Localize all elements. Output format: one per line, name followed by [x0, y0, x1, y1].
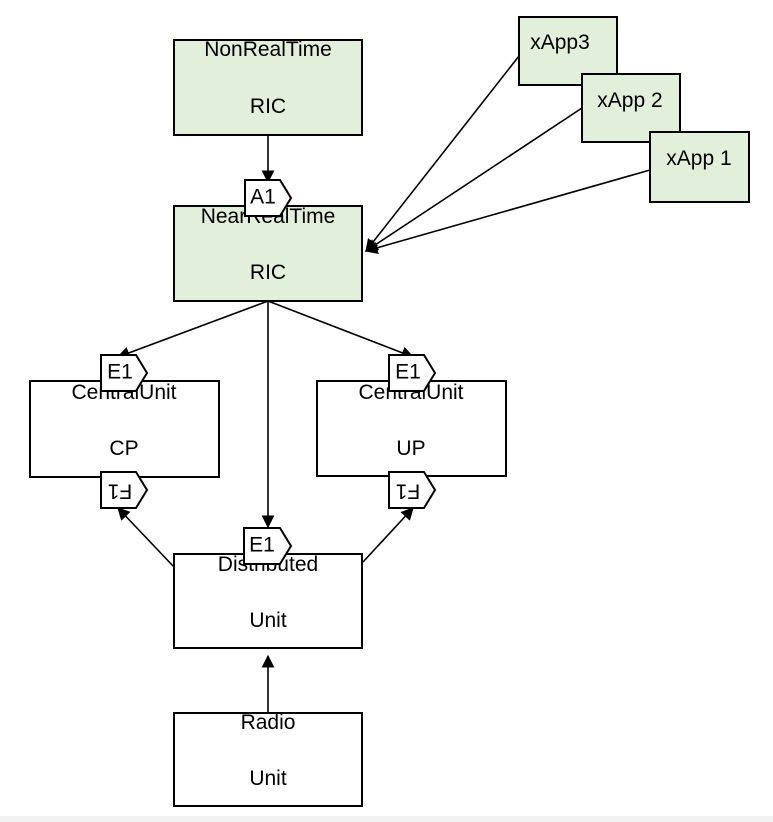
radio-unit-title: Radio	[241, 711, 296, 734]
a1-interface-tag: A1	[244, 179, 293, 217]
f1-interface-tag-up: F1	[388, 471, 437, 509]
central-unit-up-subtitle: UP	[396, 437, 425, 460]
distributed-unit-subtitle: Unit	[249, 609, 287, 632]
a1-interface-label: A1	[250, 186, 276, 209]
central-unit-up-title: CentralUnit	[358, 381, 463, 404]
edge-xapp2-to-nearrt	[364, 107, 583, 252]
edge-nearrt-to-cuup	[267, 300, 415, 359]
e1-interface-label-cp: E1	[107, 361, 133, 384]
bottom-edge-band	[0, 816, 773, 822]
edge-xapp1-to-nearrt	[364, 169, 651, 254]
edge-nearrt-to-cucp	[116, 300, 269, 359]
f1-interface-label-cp: F1	[108, 479, 133, 502]
xapp1-label: xApp 1	[666, 147, 731, 170]
central-unit-cp-node[interactable]: CentralUnit CP	[29, 380, 220, 478]
e1-interface-label-up: E1	[395, 361, 421, 384]
xapp1-node[interactable]: xApp 1	[649, 131, 750, 203]
central-unit-cp-subtitle: CP	[109, 437, 138, 460]
f1-interface-tag-cp: F1	[100, 471, 149, 509]
e1-interface-label-du: E1	[249, 534, 275, 557]
nearrealtime-ric-subtitle: RIC	[250, 261, 286, 284]
nonrealtime-ric-title: NonRealTime	[204, 38, 332, 61]
radio-unit-subtitle: Unit	[249, 767, 287, 790]
distributed-unit-node[interactable]: Distributed Unit	[173, 553, 363, 649]
central-unit-up-node[interactable]: CentralUnit UP	[316, 380, 507, 477]
xapp2-node[interactable]: xApp 2	[581, 73, 681, 143]
xapp2-label: xApp 2	[597, 89, 662, 112]
edge-du-to-cuup	[362, 507, 414, 563]
e1-interface-tag-cp: E1	[100, 354, 149, 392]
f1-interface-label-up: F1	[396, 479, 421, 502]
e1-interface-tag-du: E1	[243, 527, 293, 565]
edge-du-to-cucp	[117, 507, 175, 568]
nonrealtime-ric-subtitle: RIC	[250, 95, 286, 118]
central-unit-cp-title: CentralUnit	[71, 381, 176, 404]
e1-interface-tag-up: E1	[388, 354, 437, 392]
radio-unit-node[interactable]: Radio Unit	[173, 711, 363, 807]
edge-xapp3-to-nearrt	[365, 55, 520, 253]
xapp3-label: xApp3	[530, 31, 590, 54]
nearrealtime-ric-node[interactable]: NearRealTime RIC	[173, 205, 363, 302]
nonrealtime-ric-node[interactable]: NonRealTime RIC	[173, 38, 363, 136]
